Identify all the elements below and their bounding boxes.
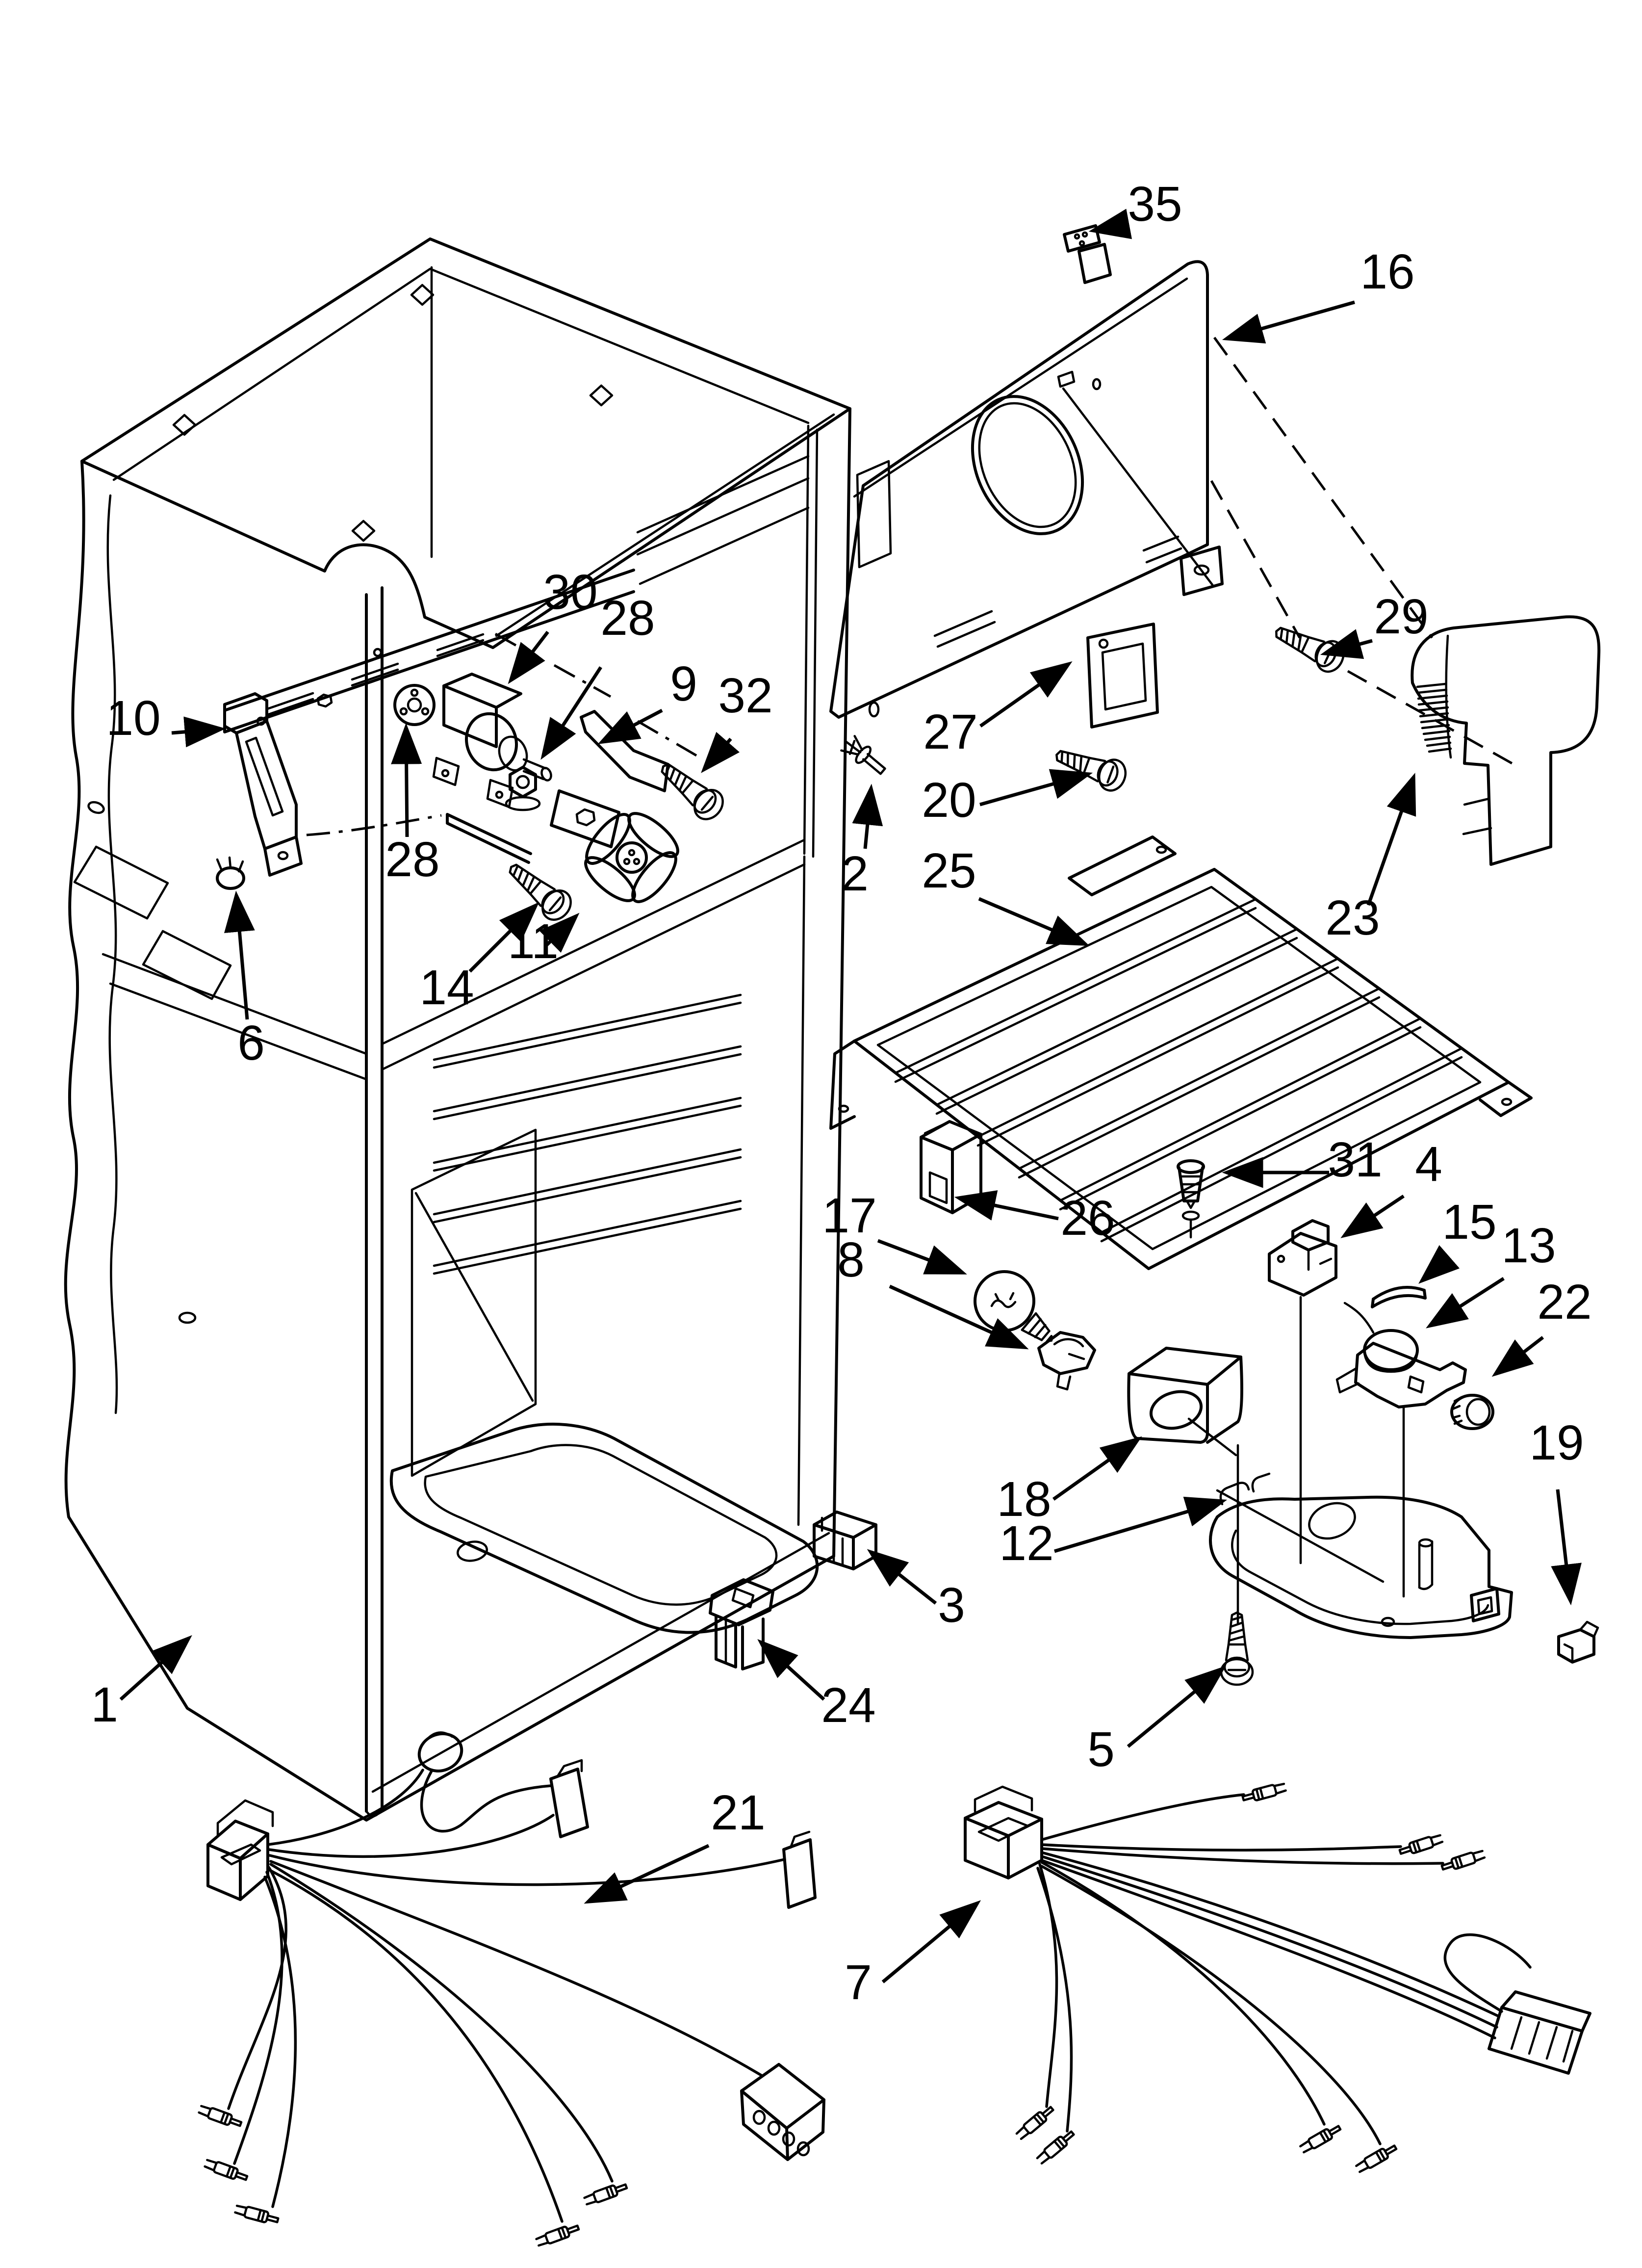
callout-arrow-23 <box>1366 773 1416 906</box>
callout-arrow-6 <box>224 890 255 1020</box>
lamp-lens <box>1127 1347 1243 1624</box>
callout-arrow-4 <box>1340 1195 1405 1238</box>
callout-21: 21 <box>711 1785 765 1840</box>
callout-arrow-14 <box>468 902 539 973</box>
wiring-harness-7 <box>964 1782 1591 2173</box>
callout-arrow-8 <box>889 1284 1029 1350</box>
callout-arrow-25 <box>978 897 1090 946</box>
callout-19: 19 <box>1529 1415 1584 1470</box>
screw-5 <box>1221 1613 1253 1685</box>
fan-blade <box>584 812 679 903</box>
callout-30: 30 <box>543 565 597 620</box>
callout-18: 18 <box>997 1472 1051 1527</box>
control-console <box>1208 1472 1513 1639</box>
shelf-clip-3 <box>813 1511 877 1570</box>
wiring-harness-21 <box>198 1731 825 2247</box>
rear-air-duct-panel <box>829 260 1516 767</box>
callout-arrow-18 <box>1052 1436 1142 1501</box>
callout-arrow-1 <box>119 1635 192 1701</box>
callout-13: 13 <box>1501 1218 1556 1273</box>
screw-20 <box>1051 740 1129 794</box>
callout-28b: 28 <box>385 832 439 887</box>
callout-arrow-7 <box>881 1900 981 1983</box>
callout-29: 29 <box>1374 589 1428 644</box>
callout-arrow-17 <box>877 1239 967 1275</box>
callout-arrow-3 <box>867 1549 937 1605</box>
callout-arrow-9 <box>597 708 663 744</box>
screw-29 <box>1270 617 1348 676</box>
callout-26: 26 <box>1060 1191 1115 1246</box>
callout-arrow-32 <box>701 731 740 773</box>
connector-19 <box>1557 1620 1599 1664</box>
door-switch-24 <box>709 1578 774 1670</box>
callout-arrow-30 <box>508 630 549 684</box>
callout-3: 3 <box>938 1578 965 1633</box>
callout-arrow-15 <box>1418 1245 1460 1284</box>
callout-arrow-12 <box>1053 1496 1228 1553</box>
capillary-tube <box>1371 1286 1427 1308</box>
callout-arrow-35 <box>1088 209 1132 239</box>
callout-20: 20 <box>922 773 976 828</box>
callout-arrow-24 <box>757 1639 825 1701</box>
callout-arrow-21 <box>584 1844 710 1904</box>
callout-arrow-22 <box>1491 1336 1544 1377</box>
callout-arrow-28b <box>391 723 422 837</box>
overload-relay <box>1268 1219 1337 1564</box>
cover-plate-27 <box>1086 623 1159 729</box>
callout-35: 35 <box>1128 177 1182 232</box>
callout-31: 31 <box>1328 1132 1382 1187</box>
callout-11: 11 <box>508 914 559 969</box>
callout-8: 8 <box>837 1232 865 1287</box>
callout-5: 5 <box>1087 1722 1115 1777</box>
clip-bracket-35 <box>1063 224 1112 284</box>
callout-17: 17 <box>822 1188 876 1243</box>
callout-22: 22 <box>1537 1275 1591 1330</box>
callout-arrow-5 <box>1127 1666 1227 1748</box>
callout-24: 24 <box>821 1678 875 1733</box>
callout-arrow-28a <box>540 666 602 760</box>
bulb-socket <box>1037 1331 1096 1391</box>
air-duct-rail-and-bracket <box>223 569 635 877</box>
callout-16: 16 <box>1360 244 1414 299</box>
callout-arrow-20 <box>979 769 1093 807</box>
callout-arrow-16 <box>1222 300 1355 344</box>
callout-arrow-10 <box>171 716 226 748</box>
hole-plug <box>216 856 245 890</box>
callout-arrow-2 <box>852 783 883 849</box>
callout-1: 1 <box>91 1677 118 1732</box>
callout-arrow-13 <box>1426 1277 1505 1329</box>
callout-15: 15 <box>1442 1195 1496 1250</box>
callout-28a: 28 <box>600 591 655 646</box>
callout-layer: 1234567891011121314151617181920212223242… <box>91 177 1591 2010</box>
defrost-thermostat <box>1335 1302 1467 1598</box>
callout-9: 9 <box>670 656 697 711</box>
callout-7: 7 <box>845 1955 872 2010</box>
callout-arrow-29 <box>1320 629 1373 659</box>
side-air-duct-cover <box>1411 615 1601 866</box>
callout-23: 23 <box>1325 890 1380 945</box>
light-bulb <box>974 1270 1053 1343</box>
callout-12: 12 <box>999 1516 1053 1571</box>
callout-25: 25 <box>922 843 976 898</box>
callout-arrow-26 <box>954 1190 1059 1221</box>
evaporator-cover <box>829 835 1533 1270</box>
callout-arrow-19 <box>1551 1489 1582 1606</box>
liner-shell <box>64 237 851 1822</box>
push-rivet-2 <box>840 733 889 780</box>
callout-2: 2 <box>841 846 869 901</box>
callout-arrow-11 <box>539 912 580 953</box>
callout-4: 4 <box>1415 1137 1442 1192</box>
callout-14: 14 <box>419 960 474 1015</box>
callout-27: 27 <box>923 704 977 759</box>
callout-10: 10 <box>106 691 160 746</box>
callout-6: 6 <box>237 1016 265 1070</box>
push-pin <box>1177 1159 1205 1239</box>
callout-32: 32 <box>718 668 772 723</box>
control-knob <box>1450 1394 1494 1430</box>
callout-arrow-27 <box>979 661 1073 728</box>
